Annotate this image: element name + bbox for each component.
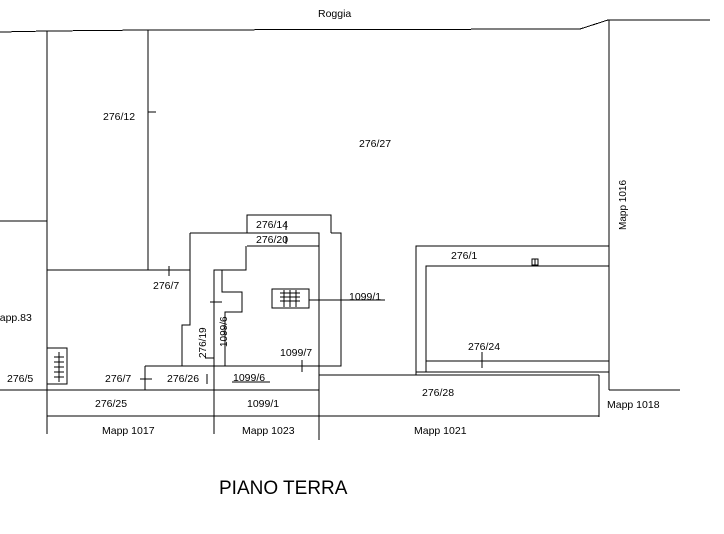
label-276-7-upper: 276/7 [153,280,179,292]
label-mapp-1023: Mapp 1023 [242,425,295,437]
plan-labels: Roggia 276/12 276/27 Mapp 1016 276/14 27… [0,8,660,437]
label-276-20: 276/20 [256,234,288,246]
label-276-24: 276/24 [468,341,500,353]
label-276-1: 276/1 [451,250,477,262]
label-276-28: 276/28 [422,387,454,399]
label-276-5: 276/5 [7,373,33,385]
plan-lines [0,19,710,440]
label-276-14: 276/14 [256,219,288,231]
label-276-27: 276/27 [359,138,391,150]
label-276-12: 276/12 [103,111,135,123]
plan-title: PIANO TERRA [219,478,348,499]
label-mapp-83: Mapp.83 [0,312,32,324]
label-1099-1-upper: 1099/1 [349,291,381,303]
label-mapp-1016: Mapp 1016 [618,180,629,230]
label-1099-6-lower: 1099/6 [233,372,265,384]
label-1099-1-lower: 1099/1 [247,398,279,410]
label-mapp-1021: Mapp 1021 [414,425,467,437]
label-mapp-1017: Mapp 1017 [102,425,155,437]
stair-1099-1 [271,288,310,309]
label-276-19: 276/19 [198,327,209,358]
label-1099-6-vertical: 1099/6 [219,316,230,347]
left-stair [46,347,68,385]
right-block-outline [415,245,609,375]
central-building-outline [246,214,332,233]
roggia-boundary [0,19,710,33]
label-276-25: 276/25 [95,398,127,410]
label-276-26: 276/26 [167,373,199,385]
label-1099-7: 1099/7 [280,347,312,359]
label-mapp-1018: Mapp 1018 [607,399,660,411]
label-roggia: Roggia [318,8,351,20]
label-276-7-lower: 276/7 [105,373,131,385]
